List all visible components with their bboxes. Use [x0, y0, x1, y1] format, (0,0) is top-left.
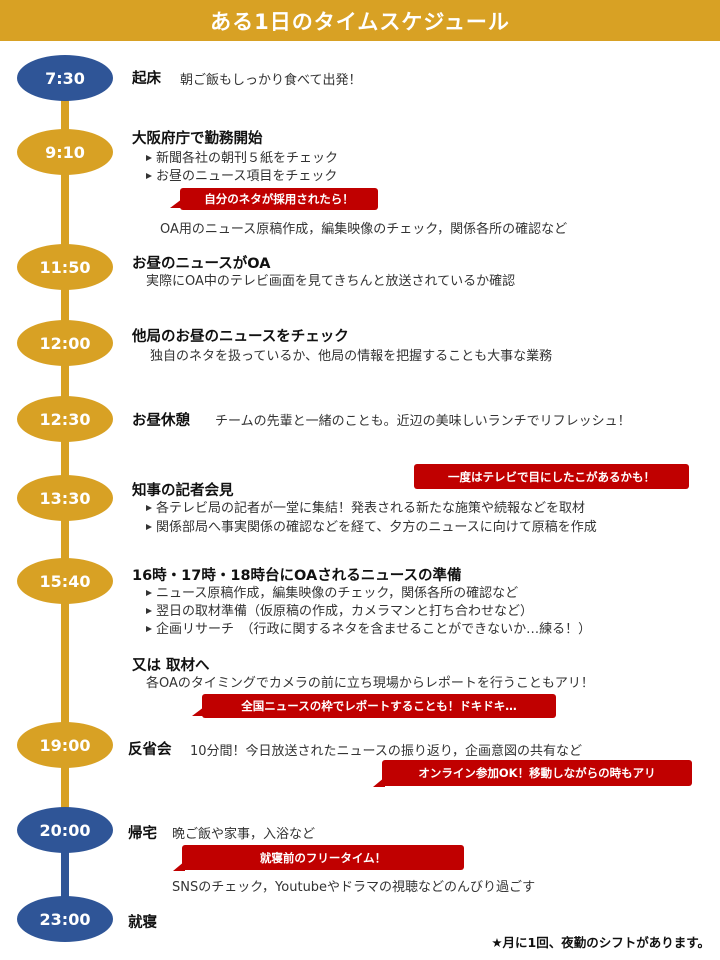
event-title: 知事の記者会見: [132, 483, 234, 499]
event-desc: 各OAのタイミングでカメラの前に立ち現場からレポートを行うこともアリ！: [146, 676, 594, 691]
callout-tail: [192, 707, 204, 716]
event-title: 起床: [132, 71, 161, 87]
bullet-item: 各テレビ局の記者が一堂に集結！発表される新たな施策や続報などを取材: [146, 497, 585, 516]
time-node-1230: 12:30: [17, 396, 113, 442]
bullet-arrow-icon: [146, 173, 152, 179]
time-node-0910: 9:10: [17, 129, 113, 175]
event-title: 16時・17時・18時台にOAされるニュースの準備: [132, 568, 462, 584]
bullet-item: 企画リサーチ （行政に関するネタを含ませることができないか…練る！）: [146, 618, 591, 637]
bullet-arrow-icon: [146, 155, 152, 161]
event-desc: OA用のニュース原稿作成，編集映像のチェック，関係各所の確認など: [160, 222, 568, 237]
event-desc: SNSのチェック，Youtubeやドラマの視聴などのんびり過ごす: [172, 880, 536, 895]
time-node-2300: 23:00: [17, 896, 113, 942]
callout-tail: [373, 777, 385, 787]
timeline-line-blue-bottom: [61, 820, 69, 920]
callout-bubble: オンライン参加OK！移動しながらの時もアリ: [373, 760, 692, 787]
event-title: 帰宅: [128, 826, 157, 842]
bullet-item: 関係部局へ事実関係の確認などを経て、夕方のニュースに向けて原稿を作成: [146, 516, 597, 535]
event-title: 就寝: [128, 915, 157, 931]
callout-bubble: 全国ニュースの枠でレポートすることも！ドキドキ…: [192, 694, 556, 718]
time-node-1150: 11:50: [17, 244, 113, 290]
callout-bubble: 一度はテレビで目にしたこがあるかも！: [414, 464, 689, 489]
callout-tail: [170, 199, 182, 208]
event-title: お昼休憩: [132, 413, 190, 429]
event-desc: 実際にOA中のテレビ画面を見てきちんと放送されているか確認: [146, 274, 516, 289]
time-node-2000: 20:00: [17, 807, 113, 853]
bullet-item: お昼のニュース項目をチェック: [146, 165, 337, 184]
event-desc: 晩ご飯や家事，入浴など: [172, 827, 316, 842]
callout-bubble: 就寝前のフリータイム！: [173, 845, 464, 871]
footnote: ★月に1回、夜勤のシフトがあります。: [491, 935, 710, 950]
bullet-arrow-icon: [146, 590, 152, 596]
bullet-item: 翌日の取材準備（仮原稿の作成，カメラマンと打ち合わせなど）: [146, 600, 533, 619]
bullet-arrow-icon: [146, 608, 152, 614]
page-title: ある1日のタイムスケジュール: [0, 0, 720, 41]
bullet-arrow-icon: [146, 524, 152, 530]
bullet-arrow-icon: [146, 626, 152, 632]
timeline-line-blue-top: [61, 80, 69, 140]
event-title: 他局のお昼のニュースをチェック: [132, 329, 349, 345]
event-title: 大阪府庁で勤務開始: [132, 131, 263, 147]
event-desc: チームの先輩と一緒のことも。近辺の美味しいランチでリフレッシュ！: [215, 414, 631, 429]
bullet-item: 新聞各社の朝刊５紙をチェック: [146, 147, 338, 166]
callout-bubble: 自分のネタが採用されたら！: [170, 188, 378, 210]
event-desc: 朝ご飯もしっかり食べて出発！: [180, 73, 362, 88]
event-desc: 独自のネタを扱っているか、他局の情報を把握することも大事な業務: [150, 349, 553, 364]
bullet-item: ニュース原稿作成，編集映像のチェック，関係各所の確認など: [146, 582, 518, 601]
event-title: 反省会: [128, 742, 172, 758]
time-node-1900: 19:00: [17, 722, 113, 768]
bullet-arrow-icon: [146, 505, 152, 511]
event-title: お昼のニュースがOA: [132, 256, 271, 272]
time-node-0730: 7:30: [17, 55, 113, 101]
event-alt-title: 又は 取材へ: [132, 658, 210, 674]
event-desc: 10分間！今日放送されたニュースの振り返り，企画意図の共有など: [190, 744, 582, 759]
time-node-1540: 15:40: [17, 558, 113, 604]
time-node-1330: 13:30: [17, 475, 113, 521]
callout-tail: [173, 861, 185, 871]
time-node-1200: 12:00: [17, 320, 113, 366]
